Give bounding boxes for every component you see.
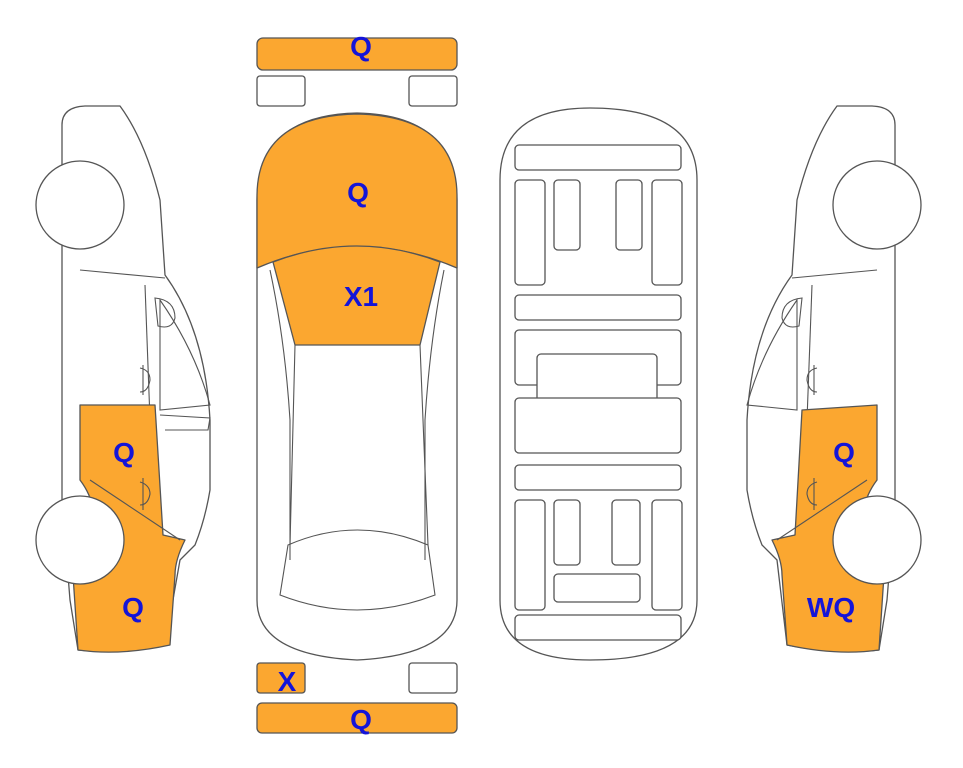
- rear-bumper-damage: [256, 702, 458, 734]
- left-door-handle-2: [139, 478, 151, 510]
- front-right-headlight: [408, 75, 458, 107]
- front-bumper-label: Q: [350, 31, 372, 62]
- right-door-handle-2: [806, 478, 818, 510]
- rear-right-light: [408, 662, 458, 694]
- left-front-wheel: [35, 160, 125, 250]
- top-side-line-left: [269, 269, 291, 560]
- right-door-line: [776, 479, 868, 541]
- top-side-line-right: [424, 269, 445, 560]
- top-view: Q Q X1 X Q: [256, 31, 458, 735]
- left-rear-door-label: Q: [113, 437, 135, 468]
- windshield-label: X1: [344, 281, 378, 312]
- left-roof-line: [79, 269, 166, 279]
- left-rear-wheel: [35, 495, 125, 585]
- hood-label: Q: [347, 177, 369, 208]
- right-mirror: [781, 297, 803, 328]
- left-pillar: [144, 284, 151, 421]
- windshield-damage: [272, 245, 441, 346]
- roof-line: [289, 344, 429, 546]
- left-mirror: [154, 297, 176, 328]
- left-lower-window: [159, 414, 211, 431]
- left-side-view: Q Q: [35, 105, 211, 653]
- rear-window: [279, 529, 436, 611]
- left-door-line: [89, 479, 181, 541]
- front-left-headlight: [256, 75, 306, 107]
- underbody-view: [499, 107, 698, 661]
- right-pillar: [806, 284, 813, 421]
- right-rear-door-label: Q: [833, 437, 855, 468]
- left-door-handle: [139, 365, 151, 395]
- right-rear-wheel: [832, 495, 922, 585]
- right-side-view: Q WQ: [746, 105, 922, 653]
- right-front-wheel: [832, 160, 922, 250]
- left-window: [159, 298, 211, 411]
- right-rear-quarter-label: WQ: [807, 592, 855, 623]
- right-roof-line: [791, 269, 878, 279]
- front-bumper-damage: [256, 37, 458, 71]
- rear-bumper-label: Q: [350, 704, 372, 735]
- rear-left-light-damage: [256, 662, 306, 694]
- right-window: [746, 298, 798, 411]
- left-rear-quarter-label: Q: [122, 592, 144, 623]
- right-door-handle: [806, 365, 818, 395]
- rear-left-light-label: X: [278, 666, 297, 697]
